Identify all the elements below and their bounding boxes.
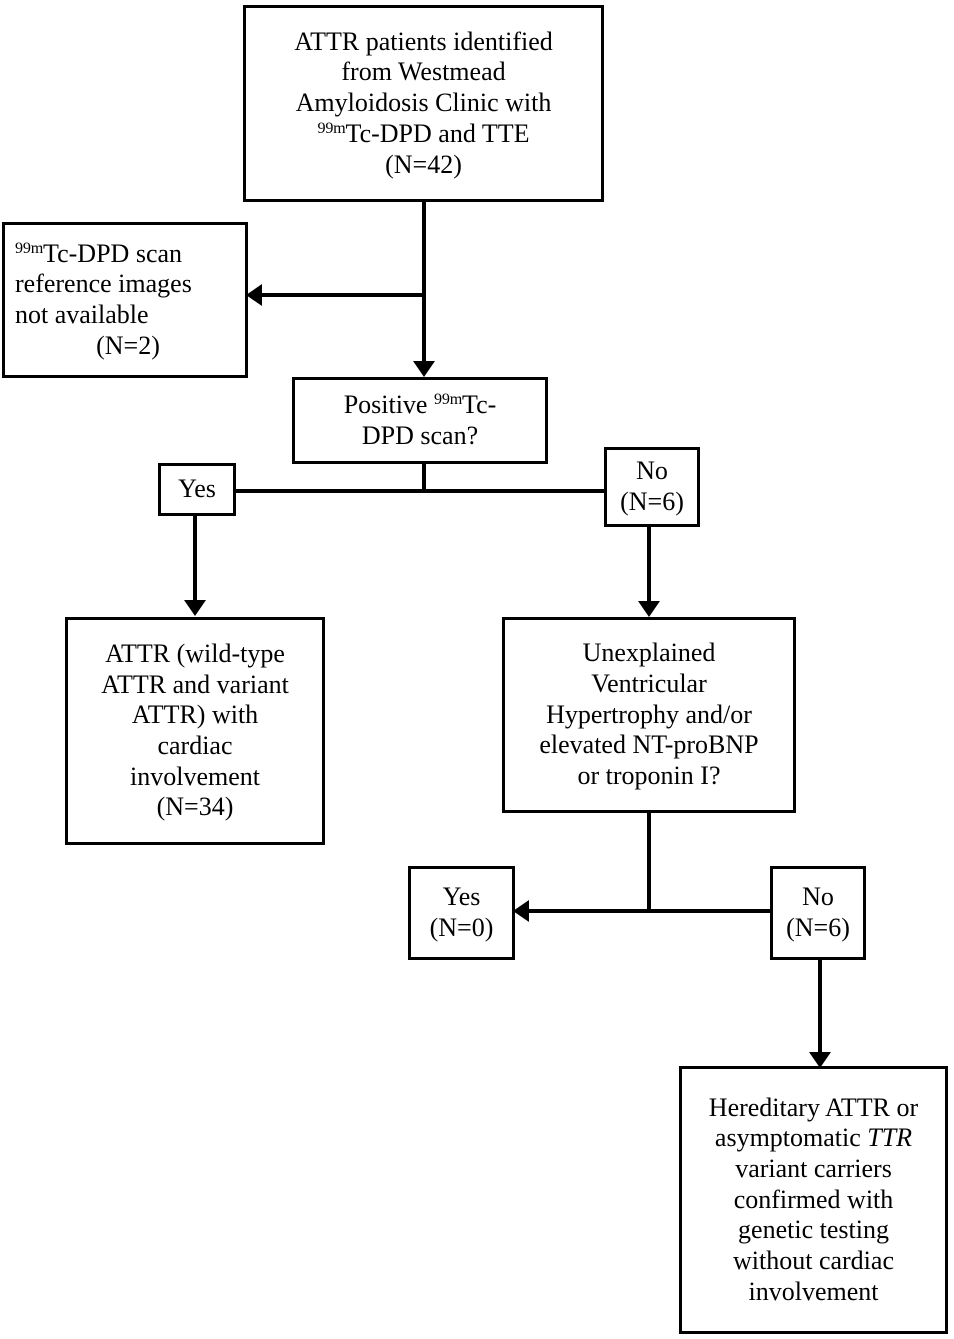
hereditary-line-1: Hereditary ATTR or [708, 1092, 919, 1122]
arrowhead-to-yes-hypertrophy-icon [513, 900, 529, 922]
connector-hypertrophy-split-bar [527, 909, 775, 913]
hypertrophy-line-1: Unexplained [582, 638, 716, 668]
cohort-line-1: ATTR patients identified [294, 26, 553, 56]
connector-no-to-hypertrophy [647, 527, 651, 609]
decision-dpd-superscript: 99m [433, 391, 463, 409]
yes-dpd-label: Yes [178, 474, 216, 504]
arrowhead-to-hypertrophy-icon [638, 601, 660, 617]
cohort-line-3: Amyloidosis Clinic with [295, 88, 552, 118]
attr-line-1: ATTR (wild-type [105, 638, 285, 668]
hereditary-line-3: variant carriers [735, 1153, 892, 1183]
connector-cohort-trunk [422, 202, 426, 374]
yes-hypertrophy-count: (N=0) [429, 913, 494, 942]
no-dpd-count: (N=6) [620, 487, 684, 516]
connector-no-to-hereditary [818, 960, 822, 1060]
excluded-line-3: not available [15, 300, 149, 329]
decision-dpd-line-1: Positive 99mTc- [344, 390, 497, 421]
excluded-count: (N=2) [96, 330, 160, 360]
node-no-dpd-box: No (N=6) [604, 447, 700, 527]
decision-dpd-line-1-prefix: Positive [343, 389, 434, 419]
node-yes-dpd-box: Yes [158, 463, 236, 516]
node-decision-hypertrophy-box: Unexplained Ventricular Hypertrophy and/… [502, 617, 796, 813]
connector-hypertrophy-stem [647, 813, 651, 911]
excluded-superscript: 99m [15, 240, 44, 258]
cohort-count: (N=42) [385, 149, 462, 179]
connector-decision-dpd-stem [422, 464, 426, 491]
attr-line-5: involvement [130, 761, 260, 791]
node-attr-cardiac-box: ATTR (wild-type ATTR and variant ATTR) w… [65, 617, 325, 845]
attr-line-3: ATTR) with [131, 700, 259, 730]
cohort-line-4: 99mTc-DPD and TTE [317, 119, 529, 150]
attr-line-2: ATTR and variant [101, 669, 289, 699]
hypertrophy-line-2: Ventricular [591, 668, 707, 698]
hereditary-gene-term: TTR [867, 1123, 913, 1153]
hereditary-line-2: asymptomatic TTR [715, 1123, 912, 1154]
node-yes-hypertrophy-box: Yes (N=0) [408, 866, 515, 960]
cohort-superscript: 99m [317, 120, 346, 138]
decision-dpd-line-1-suffix: Tc- [462, 389, 497, 419]
node-no-hypertrophy-box: No (N=6) [770, 866, 866, 960]
arrowhead-to-excluded-icon [246, 284, 262, 306]
yes-hypertrophy-label: Yes [442, 882, 481, 912]
hypertrophy-line-5: or troponin I? [577, 761, 721, 790]
hereditary-line-4: confirmed with [733, 1184, 894, 1214]
connector-dpd-split-bar [236, 489, 606, 493]
arrowhead-to-hereditary-icon [809, 1052, 831, 1068]
hereditary-line-5: genetic testing [738, 1215, 889, 1245]
no-hypertrophy-label: No [802, 882, 834, 912]
node-hereditary-box: Hereditary ATTR or asymptomatic TTR vari… [679, 1066, 948, 1334]
hereditary-line-6: without cardiac [733, 1246, 894, 1275]
connector-yes-to-attr [193, 516, 197, 608]
arrowhead-to-decision-dpd-icon [413, 361, 435, 377]
excluded-line-2: reference images [15, 269, 192, 299]
connector-cohort-to-excluded [258, 293, 424, 297]
hypertrophy-line-3: Hypertrophy and/or [546, 699, 752, 729]
attr-count: (N=34) [156, 792, 234, 822]
excluded-line-1-text: Tc-DPD scan [43, 238, 183, 268]
hypertrophy-line-4: elevated NT-proBNP [539, 730, 759, 760]
excluded-line-1: 99mTc-DPD scan [15, 239, 182, 270]
arrowhead-to-attr-icon [184, 600, 206, 616]
cohort-line-4-text: Tc-DPD and TTE [345, 118, 530, 148]
node-cohort-box: ATTR patients identified from Westmead A… [243, 5, 604, 202]
hereditary-line-7: involvement [748, 1276, 879, 1306]
node-excluded-box: 99mTc-DPD scan reference images not avai… [2, 222, 248, 378]
attr-line-4: cardiac [157, 731, 233, 760]
node-decision-dpd-box: Positive 99mTc- DPD scan? [292, 377, 548, 464]
cohort-line-2: from Westmead [341, 57, 506, 87]
decision-dpd-line-2: DPD scan? [361, 420, 479, 450]
no-hypertrophy-count: (N=6) [786, 913, 850, 942]
no-dpd-label: No [636, 456, 668, 486]
hereditary-line-2-prefix: asymptomatic [714, 1123, 868, 1153]
